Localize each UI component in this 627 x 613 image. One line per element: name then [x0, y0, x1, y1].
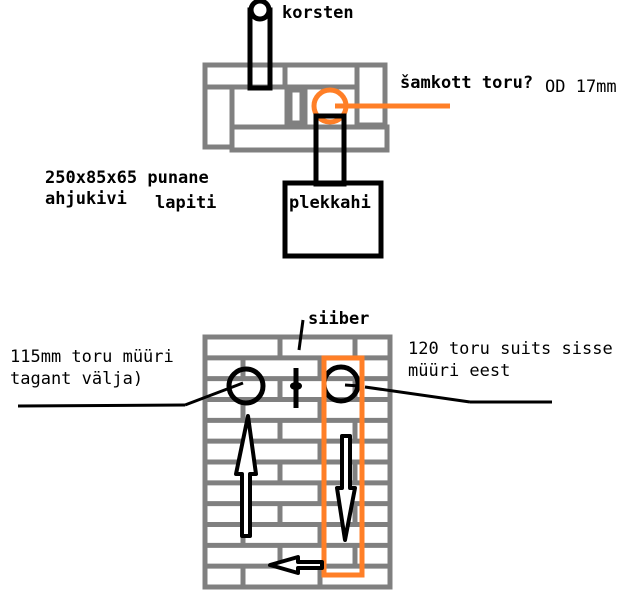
fireclay-pipe-label: šamkott toru?	[400, 73, 533, 93]
chimney-label: korsten	[282, 3, 354, 23]
outlet-pipe-label-line1: 115mm toru müüri	[10, 347, 174, 367]
fireclay-pipe-marker	[311, 87, 450, 125]
brick-label-line1: 250x85x65 punane	[45, 168, 209, 188]
damper-icon	[290, 368, 302, 408]
inlet-pipe-label-line2: müüri eest	[408, 361, 510, 381]
brick-label-line2: ahjukivi	[45, 189, 127, 209]
inlet-pipe-label-line1: 120 toru suits sisse	[408, 339, 613, 359]
metal-box	[282, 113, 384, 259]
outer-diameter-label: OD 17mm	[545, 77, 617, 97]
chimney-pipe	[247, 0, 273, 91]
outlet-pipe-115mm	[17, 366, 266, 408]
arrow-down-icon	[335, 434, 357, 542]
arrow-up-icon	[234, 414, 258, 538]
damper-leader-line	[297, 319, 305, 351]
inlet-channel-highlight	[321, 355, 365, 578]
brick-label-line3: lapiti	[155, 193, 216, 213]
arrow-left-icon	[268, 555, 324, 575]
damper-label: siiber	[308, 309, 369, 329]
outlet-pipe-label-line2: tagant välja)	[10, 369, 143, 389]
metal-box-label: plekkahi	[289, 193, 371, 213]
